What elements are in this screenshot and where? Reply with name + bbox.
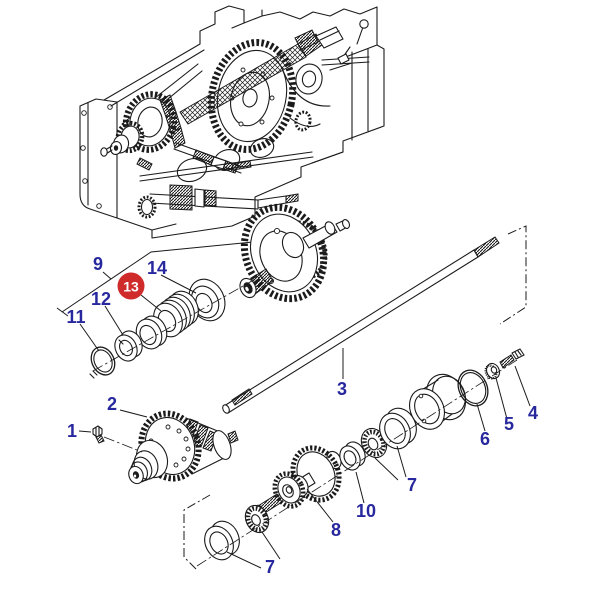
bearing-cup-7a [379,407,417,450]
bearing-cup-7b [204,520,240,561]
group-9-bracket [56,241,254,317]
callout-2[interactable]: 2 [106,394,118,414]
callout-5[interactable]: 5 [503,414,515,434]
mainshaft-gear [239,203,351,303]
callout-8[interactable]: 8 [330,520,342,540]
callout-11[interactable]: 11 [66,307,86,327]
spacer-ring [135,315,168,350]
transmission-cutaway [79,5,385,239]
callout-13-label: 13 [123,278,139,294]
snap-ring-11 [88,346,116,380]
leader-lines [78,274,531,569]
callout-7b[interactable]: 7 [264,557,276,577]
bolt-4 [499,348,525,369]
callout-10[interactable]: 10 [355,501,377,521]
bearing-ring-12 [114,330,143,362]
drive-shaft-3 [222,236,500,414]
callout-12[interactable]: 12 [90,289,112,309]
callout-3[interactable]: 3 [336,379,348,399]
clutch-drum-2 [128,410,239,485]
grooved-collar-13 [153,290,199,338]
taper-bearing-7b [244,504,270,534]
callout-14[interactable]: 14 [146,258,168,278]
taper-bearing-7a [360,427,388,459]
callout-13-highlight[interactable]: 13 [117,272,145,300]
bleed-screw-1 [92,425,143,453]
callout-7a[interactable]: 7 [406,475,418,495]
centerlines [92,276,518,567]
boundary-marks [183,225,527,571]
washer-5 [484,362,501,380]
round-ring-6 [457,369,489,407]
callout-1[interactable]: 1 [66,421,78,441]
callout-6[interactable]: 6 [479,429,491,449]
callout-4[interactable]: 4 [527,403,539,423]
bearing-carrier-cup [408,373,467,430]
callout-9[interactable]: 9 [92,254,104,274]
